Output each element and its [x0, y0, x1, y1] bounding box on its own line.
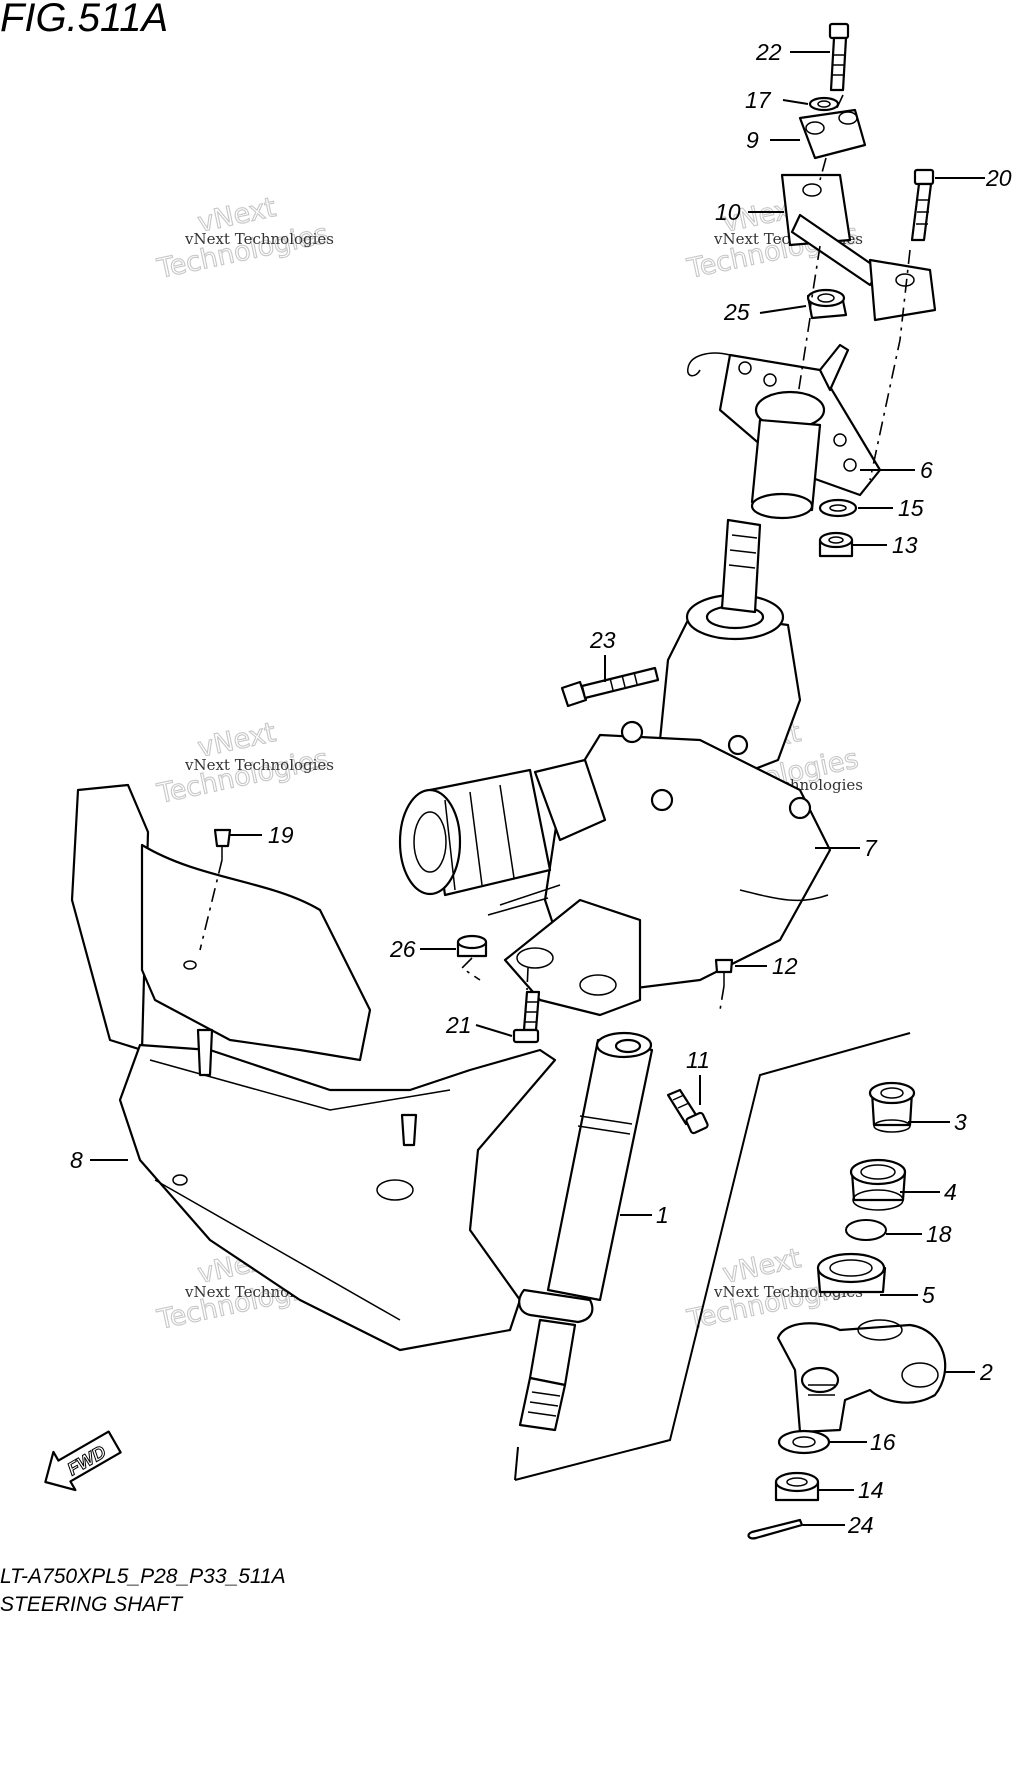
leader-lines [90, 51, 985, 1526]
callout-8: 8 [70, 1147, 83, 1173]
part-22-bolt [828, 22, 850, 92]
callout-11: 11 [686, 1047, 710, 1073]
part-7-eps-unit [398, 518, 832, 1017]
callout-7: 7 [864, 835, 878, 861]
part-10-clamp-base [780, 173, 937, 322]
callout-17: 17 [745, 87, 772, 113]
callout-18: 18 [926, 1221, 952, 1247]
callout-20: 20 [985, 165, 1012, 191]
model-code: LT-A750XPL5_P28_P33_511A [0, 1565, 286, 1588]
part-18-oring [845, 1219, 887, 1241]
watermark-1: vNext Technologies vNext Technologies [153, 192, 334, 286]
callout-1: 1 [656, 1202, 669, 1228]
part-12-screw [714, 958, 734, 986]
callout-19: 19 [268, 822, 294, 848]
part-24-cotter-pin [747, 1518, 804, 1540]
part-15-washer [818, 498, 858, 518]
callout-13: 13 [892, 532, 918, 558]
part-26-nut [456, 934, 488, 958]
part-17-washer [808, 96, 840, 112]
callout-24: 24 [847, 1512, 874, 1538]
part-25-nut [806, 288, 848, 320]
figure-name: STEERING SHAFT [0, 1593, 183, 1616]
exploded-view-frame [514, 1032, 911, 1481]
part-23-bolt [560, 666, 660, 708]
part-11-bolt [666, 1088, 709, 1135]
watermark-3: vNext Technologies vNext Technologies [153, 717, 334, 811]
centerlines [199, 94, 911, 1011]
callout-26: 26 [389, 936, 416, 962]
callout-4: 4 [944, 1179, 957, 1205]
watermark-small: vNext Technologies [184, 756, 334, 774]
part-6-bracket [687, 343, 882, 520]
part-8-cover [70, 783, 557, 1352]
part-14-nut [774, 1471, 820, 1502]
callout-14: 14 [858, 1477, 884, 1503]
callout-16: 16 [870, 1429, 896, 1455]
part-13-nut [818, 531, 854, 558]
callout-21: 21 [445, 1012, 472, 1038]
callout-6: 6 [920, 457, 933, 483]
callout-5: 5 [922, 1282, 935, 1308]
callouts: 22 17 9 20 10 25 6 15 13 23 19 7 26 12 2… [70, 39, 1012, 1538]
part-19-clip [213, 828, 232, 860]
figure-title: FIG.511A [0, 0, 169, 40]
part-9-clamp-cap [798, 108, 867, 160]
callout-22: 22 [755, 39, 782, 65]
callout-25: 25 [723, 299, 750, 325]
part-20-bolt [910, 168, 935, 242]
callout-3: 3 [954, 1109, 967, 1135]
part-1-steering-shaft [518, 1031, 654, 1432]
callout-9: 9 [746, 127, 759, 153]
part-2-arm [776, 1319, 947, 1434]
part-3-bushing [868, 1081, 916, 1133]
callout-15: 15 [898, 495, 924, 521]
part-16-washer [777, 1429, 831, 1455]
part-4-seal [849, 1158, 907, 1211]
part-21-bolt [512, 990, 541, 1044]
part-5-bearing [816, 1252, 887, 1294]
callout-12: 12 [772, 953, 798, 979]
callout-2: 2 [979, 1359, 993, 1385]
watermark-small: vNext Technologies [184, 230, 334, 248]
fwd-arrow: FWD [44, 1430, 122, 1492]
callout-10: 10 [715, 199, 741, 225]
fwd-arrow-shape [44, 1430, 122, 1492]
callout-23: 23 [589, 627, 616, 653]
